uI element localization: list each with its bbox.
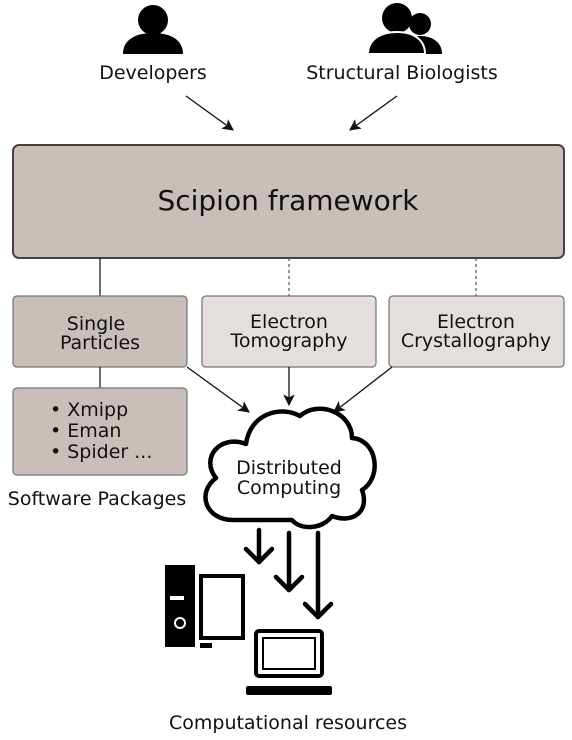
electron-tomography-label-line2: Tomography: [230, 330, 348, 352]
single-particles-label-line2: Particles: [60, 332, 140, 354]
software-item-eman: • Eman: [50, 420, 121, 442]
cloud-to-resources-arrows: [243, 527, 334, 620]
single-particles-label-line1: Single: [67, 313, 125, 335]
people-group-icon: [366, 3, 442, 55]
software-packages-caption: Software Packages: [8, 488, 186, 510]
single-particles-to-cloud-arrow: [186, 366, 250, 413]
structural-biologists-label: Structural Biologists: [306, 62, 498, 84]
person-icon: [123, 5, 183, 54]
software-item-xmipp: • Xmipp: [50, 399, 128, 421]
laptop-icon: [246, 629, 332, 695]
electron-crystallography-box: [388, 295, 565, 368]
cloud-icon: [203, 406, 377, 530]
electron-tomography-label-line1: Electron: [250, 311, 328, 333]
software-item-spider: • Spider ...: [50, 441, 152, 463]
electron-crystallography-label-line2: Crystallography: [401, 330, 551, 352]
computational-resources-caption: Computational resources: [169, 712, 407, 734]
cloud-label-line1: Distributed: [236, 457, 342, 479]
software-packages-box: [12, 387, 188, 476]
biologists-arrow: [349, 95, 398, 131]
crystallography-to-cloud-arrow: [333, 366, 393, 413]
desktop-computer-icon: [165, 565, 245, 648]
electron-crystallography-label-line1: Electron: [437, 311, 515, 333]
scipion-framework-title: Scipion framework: [157, 184, 419, 217]
developers-label: Developers: [99, 62, 207, 84]
developers-arrow: [185, 95, 234, 131]
cloud-label-line2: Computing: [237, 477, 341, 499]
